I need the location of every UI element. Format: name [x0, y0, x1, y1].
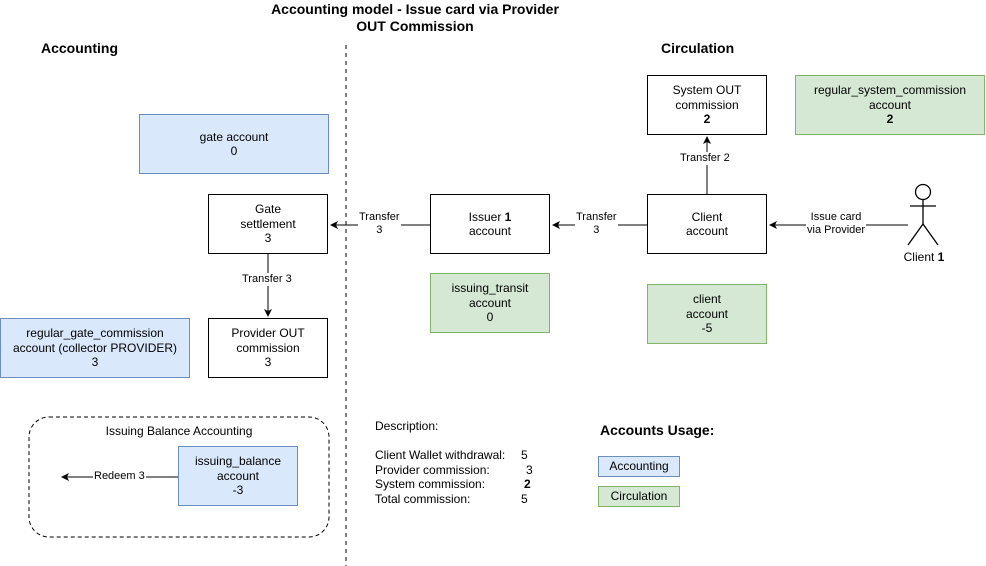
- provider-out-value: 3: [264, 355, 272, 370]
- issue-card-label-line2: via Provider: [807, 224, 866, 236]
- system-out-value: 2: [703, 112, 711, 127]
- issuer-account-box: Issuer 1 account: [430, 194, 550, 254]
- description-row-label: Provider commission:: [375, 462, 490, 477]
- issuing-transit-box: issuing_transit account 0: [430, 273, 550, 333]
- issuing-balance-group: [28, 416, 330, 538]
- client-account-box: Client account: [647, 194, 767, 254]
- client-actor-label-num: 1: [937, 250, 945, 264]
- issuer-line2: account: [468, 224, 512, 238]
- transfer-issuer-label-line2: 3: [593, 224, 600, 236]
- system-out-line2: commission: [675, 97, 739, 112]
- gate-account-name: gate account: [199, 129, 269, 144]
- gate-settlement-box: Gate settlement 3: [208, 194, 328, 254]
- regular-system-line2: account: [868, 97, 912, 112]
- regular-system-commission-box: regular_system_commission account 2: [795, 75, 985, 135]
- issue-card-label-line1: Issue card: [810, 211, 862, 223]
- client-account-line2: account: [685, 224, 729, 238]
- gate-settlement-line1: Gate: [254, 202, 281, 217]
- accounting-heading: Accounting: [41, 40, 118, 56]
- regular-gate-value: 3: [91, 355, 99, 370]
- transfer-issuer-label-line1: Transfer: [576, 211, 617, 223]
- client-balance-line2: account: [685, 306, 729, 321]
- regular-system-value: 2: [886, 112, 894, 127]
- description-row: Client Wallet withdrawal: 5: [375, 448, 533, 463]
- transfer-issuer-label: Transfer 3: [575, 211, 618, 237]
- gate-settlement-line2: settlement: [240, 216, 296, 231]
- redeem-label: Redeem 3: [93, 470, 146, 483]
- issue-card-label: Issue card via Provider: [806, 211, 867, 237]
- issuing-transit-line1: issuing_transit: [451, 281, 529, 296]
- client-balance-line1: client: [692, 292, 721, 307]
- description-row-value: 5: [521, 448, 528, 462]
- client-account-line1: Client: [691, 209, 723, 224]
- diagram-title-line1: Accounting model - Issue card via Provid…: [271, 1, 559, 17]
- gate-settlement-value: 3: [264, 231, 272, 246]
- description-row-label: Total commission:: [375, 491, 471, 506]
- description-row-value: 2: [524, 477, 531, 491]
- issuer-line1-num: 1: [504, 209, 512, 224]
- regular-gate-line1: regular_gate_commission: [26, 326, 164, 341]
- circulation-heading: Circulation: [661, 40, 735, 56]
- diagram-title-line2: OUT Commission: [356, 18, 474, 34]
- description-row: Total commission: 5: [375, 492, 533, 507]
- description-row: System commission: 2: [375, 477, 533, 492]
- client-balance-box: client account -5: [647, 284, 767, 344]
- description-table: Client Wallet withdrawal: 5 Provider com…: [375, 448, 533, 506]
- issuing-balance-line2: account: [216, 468, 260, 483]
- description-heading: Description:: [375, 419, 439, 433]
- provider-out-commission-box: Provider OUT commission 3: [208, 318, 328, 378]
- issuer-line1: Issuer 1: [469, 210, 512, 225]
- transfer-gate-label-line1: Transfer: [359, 211, 400, 223]
- description-row-label: Client Wallet withdrawal:: [375, 448, 506, 462]
- provider-out-line2: commission: [236, 340, 300, 355]
- issuing-transit-value: 0: [486, 310, 494, 325]
- client-balance-value: -5: [701, 321, 713, 336]
- client-actor-icon: [907, 183, 939, 246]
- legend-circulation: Circulation: [598, 486, 680, 507]
- description-row-label: System commission:: [375, 477, 486, 491]
- description-row: Provider commission: 3: [375, 463, 533, 478]
- issuing-balance-line1: issuing_balance: [194, 454, 282, 469]
- regular-gate-commission-box: regular_gate_commission account (collect…: [0, 318, 190, 378]
- client-actor-label: Client 1: [898, 250, 950, 265]
- provider-out-line1: Provider OUT: [231, 326, 305, 341]
- transfer-provider-label: Transfer 3: [241, 273, 293, 286]
- legend-accounting: Accounting: [598, 456, 680, 477]
- system-out-commission-box: System OUT commission 2: [647, 75, 767, 135]
- regular-system-line1: regular_system_commission: [813, 83, 967, 98]
- issuing-transit-line2: account: [468, 295, 512, 310]
- system-out-line1: System OUT: [672, 83, 742, 98]
- diagram-title: Accounting model - Issue card via Provid…: [0, 1, 830, 35]
- accounts-usage-heading: Accounts Usage:: [600, 422, 715, 438]
- gate-account-box: gate account 0: [139, 114, 329, 174]
- issuing-balance-group-label: Issuing Balance Accounting: [105, 424, 253, 438]
- description-row-value: 5: [521, 491, 528, 506]
- description-row-value: 3: [526, 462, 533, 477]
- transfer-system-label: Transfer 2: [679, 152, 731, 165]
- client-actor-label-text: Client: [903, 250, 935, 264]
- issuer-line1-text: Issuer: [468, 209, 502, 224]
- transfer-gate-label-line2: 3: [376, 224, 383, 236]
- issuing-balance-value: -3: [232, 483, 244, 498]
- issuing-balance-box: issuing_balance account -3: [178, 446, 298, 506]
- transfer-gate-label: Transfer 3: [358, 211, 401, 237]
- regular-gate-line2: account (collector PROVIDER): [12, 340, 178, 355]
- gate-account-value: 0: [230, 144, 238, 158]
